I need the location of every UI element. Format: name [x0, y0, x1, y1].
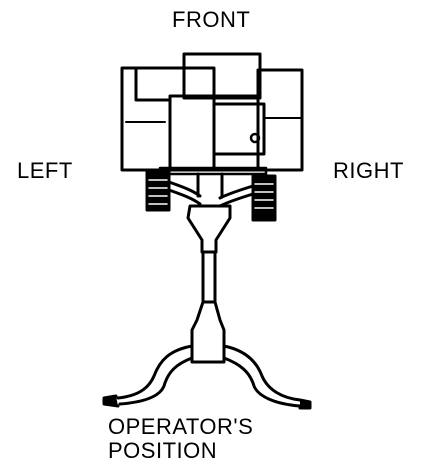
- handle-yoke: [167, 172, 255, 208]
- wheels: [145, 170, 277, 222]
- center-block: [168, 94, 260, 172]
- control-head: [190, 300, 226, 364]
- fuel-cap-icon: [249, 132, 261, 144]
- top-block: [182, 52, 262, 100]
- small-block: [212, 102, 266, 156]
- operator-label-line1: OPERATOR'S: [108, 414, 254, 439]
- left-grip: [102, 394, 120, 408]
- operator-label-line2: POSITION: [108, 438, 218, 463]
- handle-shaft: [201, 250, 217, 304]
- front-label: FRONT: [172, 7, 251, 32]
- handlebars: [102, 344, 312, 410]
- upper-handle-grip: [186, 204, 232, 254]
- right-grip: [298, 398, 312, 410]
- strap-line: [134, 68, 172, 102]
- right-label: RIGHT: [333, 158, 404, 183]
- operator-position-label: OPERATOR'S POSITION: [108, 415, 253, 463]
- left-label: LEFT: [17, 158, 73, 183]
- right-wheel: [251, 174, 277, 222]
- engine-body: [120, 52, 304, 176]
